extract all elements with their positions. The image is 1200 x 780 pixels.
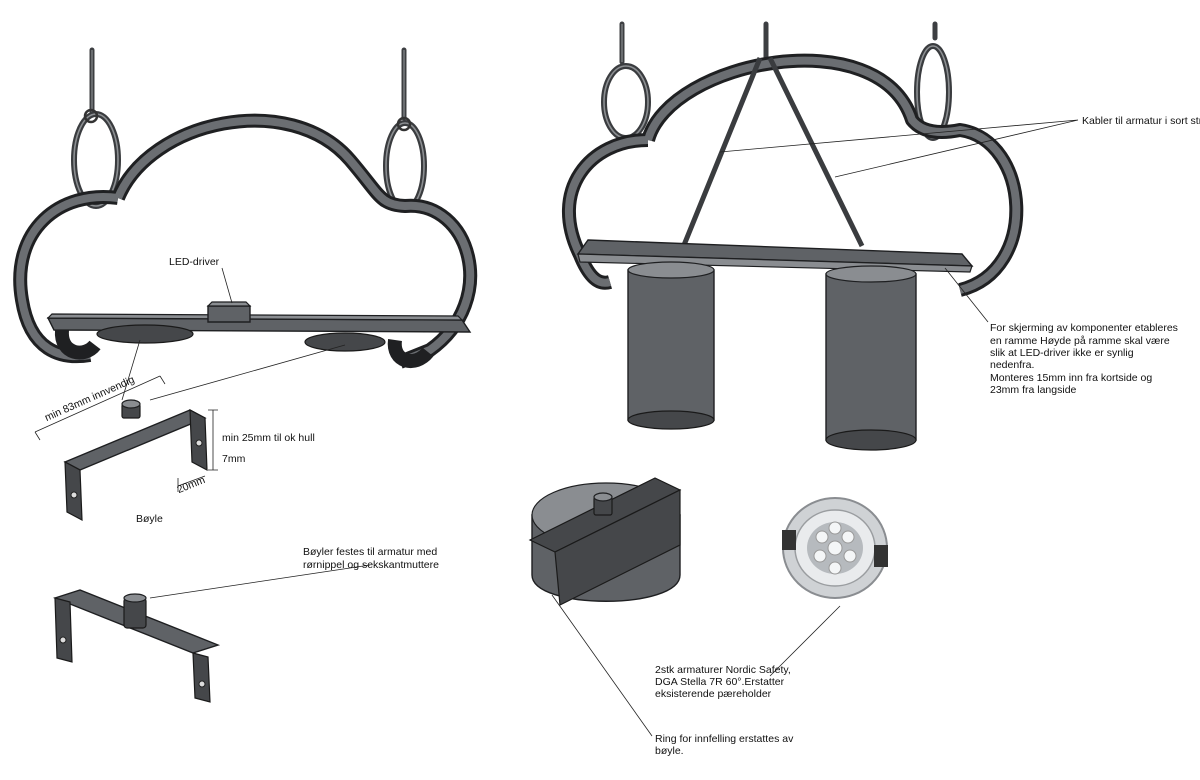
label-boyler-fest-2: rørnippel og sekskantmuttere xyxy=(303,559,439,571)
leader-ring xyxy=(551,594,653,737)
label-boyle: Bøyle xyxy=(136,513,163,525)
label-min-25mm: min 25mm til ok hull xyxy=(222,432,315,444)
leader-armatur xyxy=(769,605,841,677)
label-skjerming-5: Monteres 15mm inn fra kortside og xyxy=(990,372,1153,384)
label-kabler: Kabler til armatur i sort strømp xyxy=(1082,115,1200,127)
label-skjerming-6: 23mm fra langside xyxy=(990,384,1077,396)
bracket-top xyxy=(63,409,207,471)
label-skjerming-2: en ramme Høyde på ramme skal være xyxy=(990,335,1170,347)
label-ring-2: bøyle. xyxy=(655,745,684,757)
leader-led-driver xyxy=(221,267,233,304)
dim-20mm xyxy=(177,475,206,492)
label-led-driver: LED-driver xyxy=(169,256,220,268)
leader-kabler xyxy=(719,119,1079,178)
nordic-safety-downlight xyxy=(782,497,888,599)
label-boyler-fest-1: Bøyler festes til armatur med xyxy=(303,546,438,558)
label-armatur-2: DGA Stella 7R 60°.Erstatter xyxy=(655,676,785,688)
label-armatur-1: 2stk armaturer Nordic Safety, xyxy=(655,664,791,676)
left-led-driver-box xyxy=(207,305,251,323)
left-downlight-2 xyxy=(304,332,386,352)
label-armatur-3: eksisterende pæreholder xyxy=(655,688,772,700)
label-skjerming-1: For skjerming av komponenter etableres xyxy=(990,322,1178,334)
leader-boyler-fest xyxy=(149,564,371,599)
bracket-dimensioned xyxy=(34,375,218,522)
label-skjerming-3: slik at LED-driver ikke er synlig xyxy=(990,347,1134,359)
leader-skjerming xyxy=(944,267,989,323)
right-downlight-2 xyxy=(825,265,917,451)
right-downlight-1 xyxy=(627,261,715,430)
dim-83mm xyxy=(34,375,166,441)
dim-25mm xyxy=(208,409,218,471)
left-cloud-lamp xyxy=(13,47,477,369)
leader-bracket xyxy=(121,339,346,401)
label-ring-1: Ring for innfelling erstattes av xyxy=(655,733,794,745)
label-7mm: 7mm xyxy=(222,453,246,465)
bracket-lower xyxy=(52,589,221,703)
label-skjerming-4: nedenfra. xyxy=(990,359,1035,371)
recess-ring xyxy=(528,477,682,606)
left-downlight-1 xyxy=(96,324,194,344)
right-cloud-lamp xyxy=(562,21,1024,451)
